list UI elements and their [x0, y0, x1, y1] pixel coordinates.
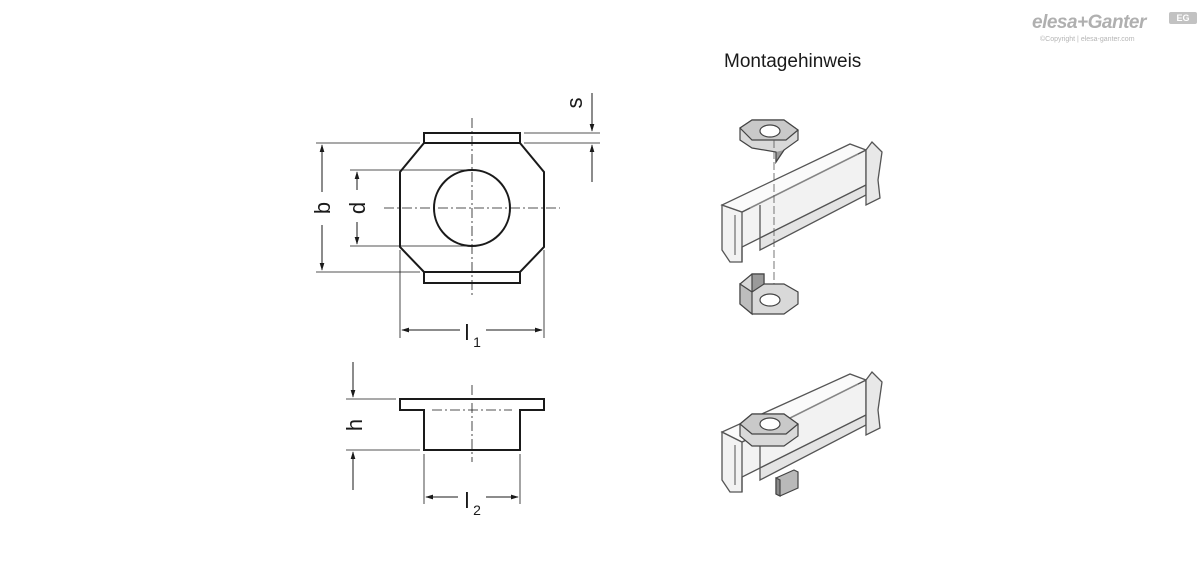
mounting-note-title: Montagehinweis — [724, 51, 862, 72]
dim-label-s: s — [562, 98, 587, 109]
extension-lines-side — [346, 398, 521, 504]
tab-clip — [775, 469, 799, 497]
mounting-illustration-assembled — [720, 371, 883, 497]
dimension-arrows-top — [319, 93, 595, 333]
logo-badge-icon: EG — [1169, 12, 1197, 24]
logo-copyright: ©Copyright | elesa-ganter.com — [1040, 36, 1135, 43]
brand-logo: elesa+Ganter EG ©Copyright | elesa-gante… — [1032, 10, 1197, 50]
nut-part-upper — [739, 119, 799, 164]
extension-lines-top — [316, 132, 600, 338]
dim-label-l2: l — [465, 488, 470, 513]
dim-label-h: h — [342, 419, 367, 431]
rail-profile-top — [720, 141, 883, 263]
logo-wordmark: elesa+Ganter — [1032, 12, 1146, 33]
centerlines-side — [432, 385, 512, 462]
centerlines-top — [384, 118, 560, 296]
mounting-illustration-exploded — [720, 119, 883, 316]
dim-label-l1-subscript: 1 — [473, 334, 481, 350]
nut-part-mounted — [739, 413, 799, 447]
dim-label-b: b — [310, 202, 335, 214]
dimension-arrows-side — [350, 362, 519, 500]
octagon-body — [399, 142, 545, 273]
side-view — [399, 398, 545, 451]
nut-part-lower — [739, 273, 799, 316]
side-flange — [399, 398, 545, 451]
dim-label-d: d — [345, 202, 370, 214]
dim-label-l1: l — [465, 320, 470, 345]
dim-label-l2-subscript: 2 — [473, 502, 481, 518]
